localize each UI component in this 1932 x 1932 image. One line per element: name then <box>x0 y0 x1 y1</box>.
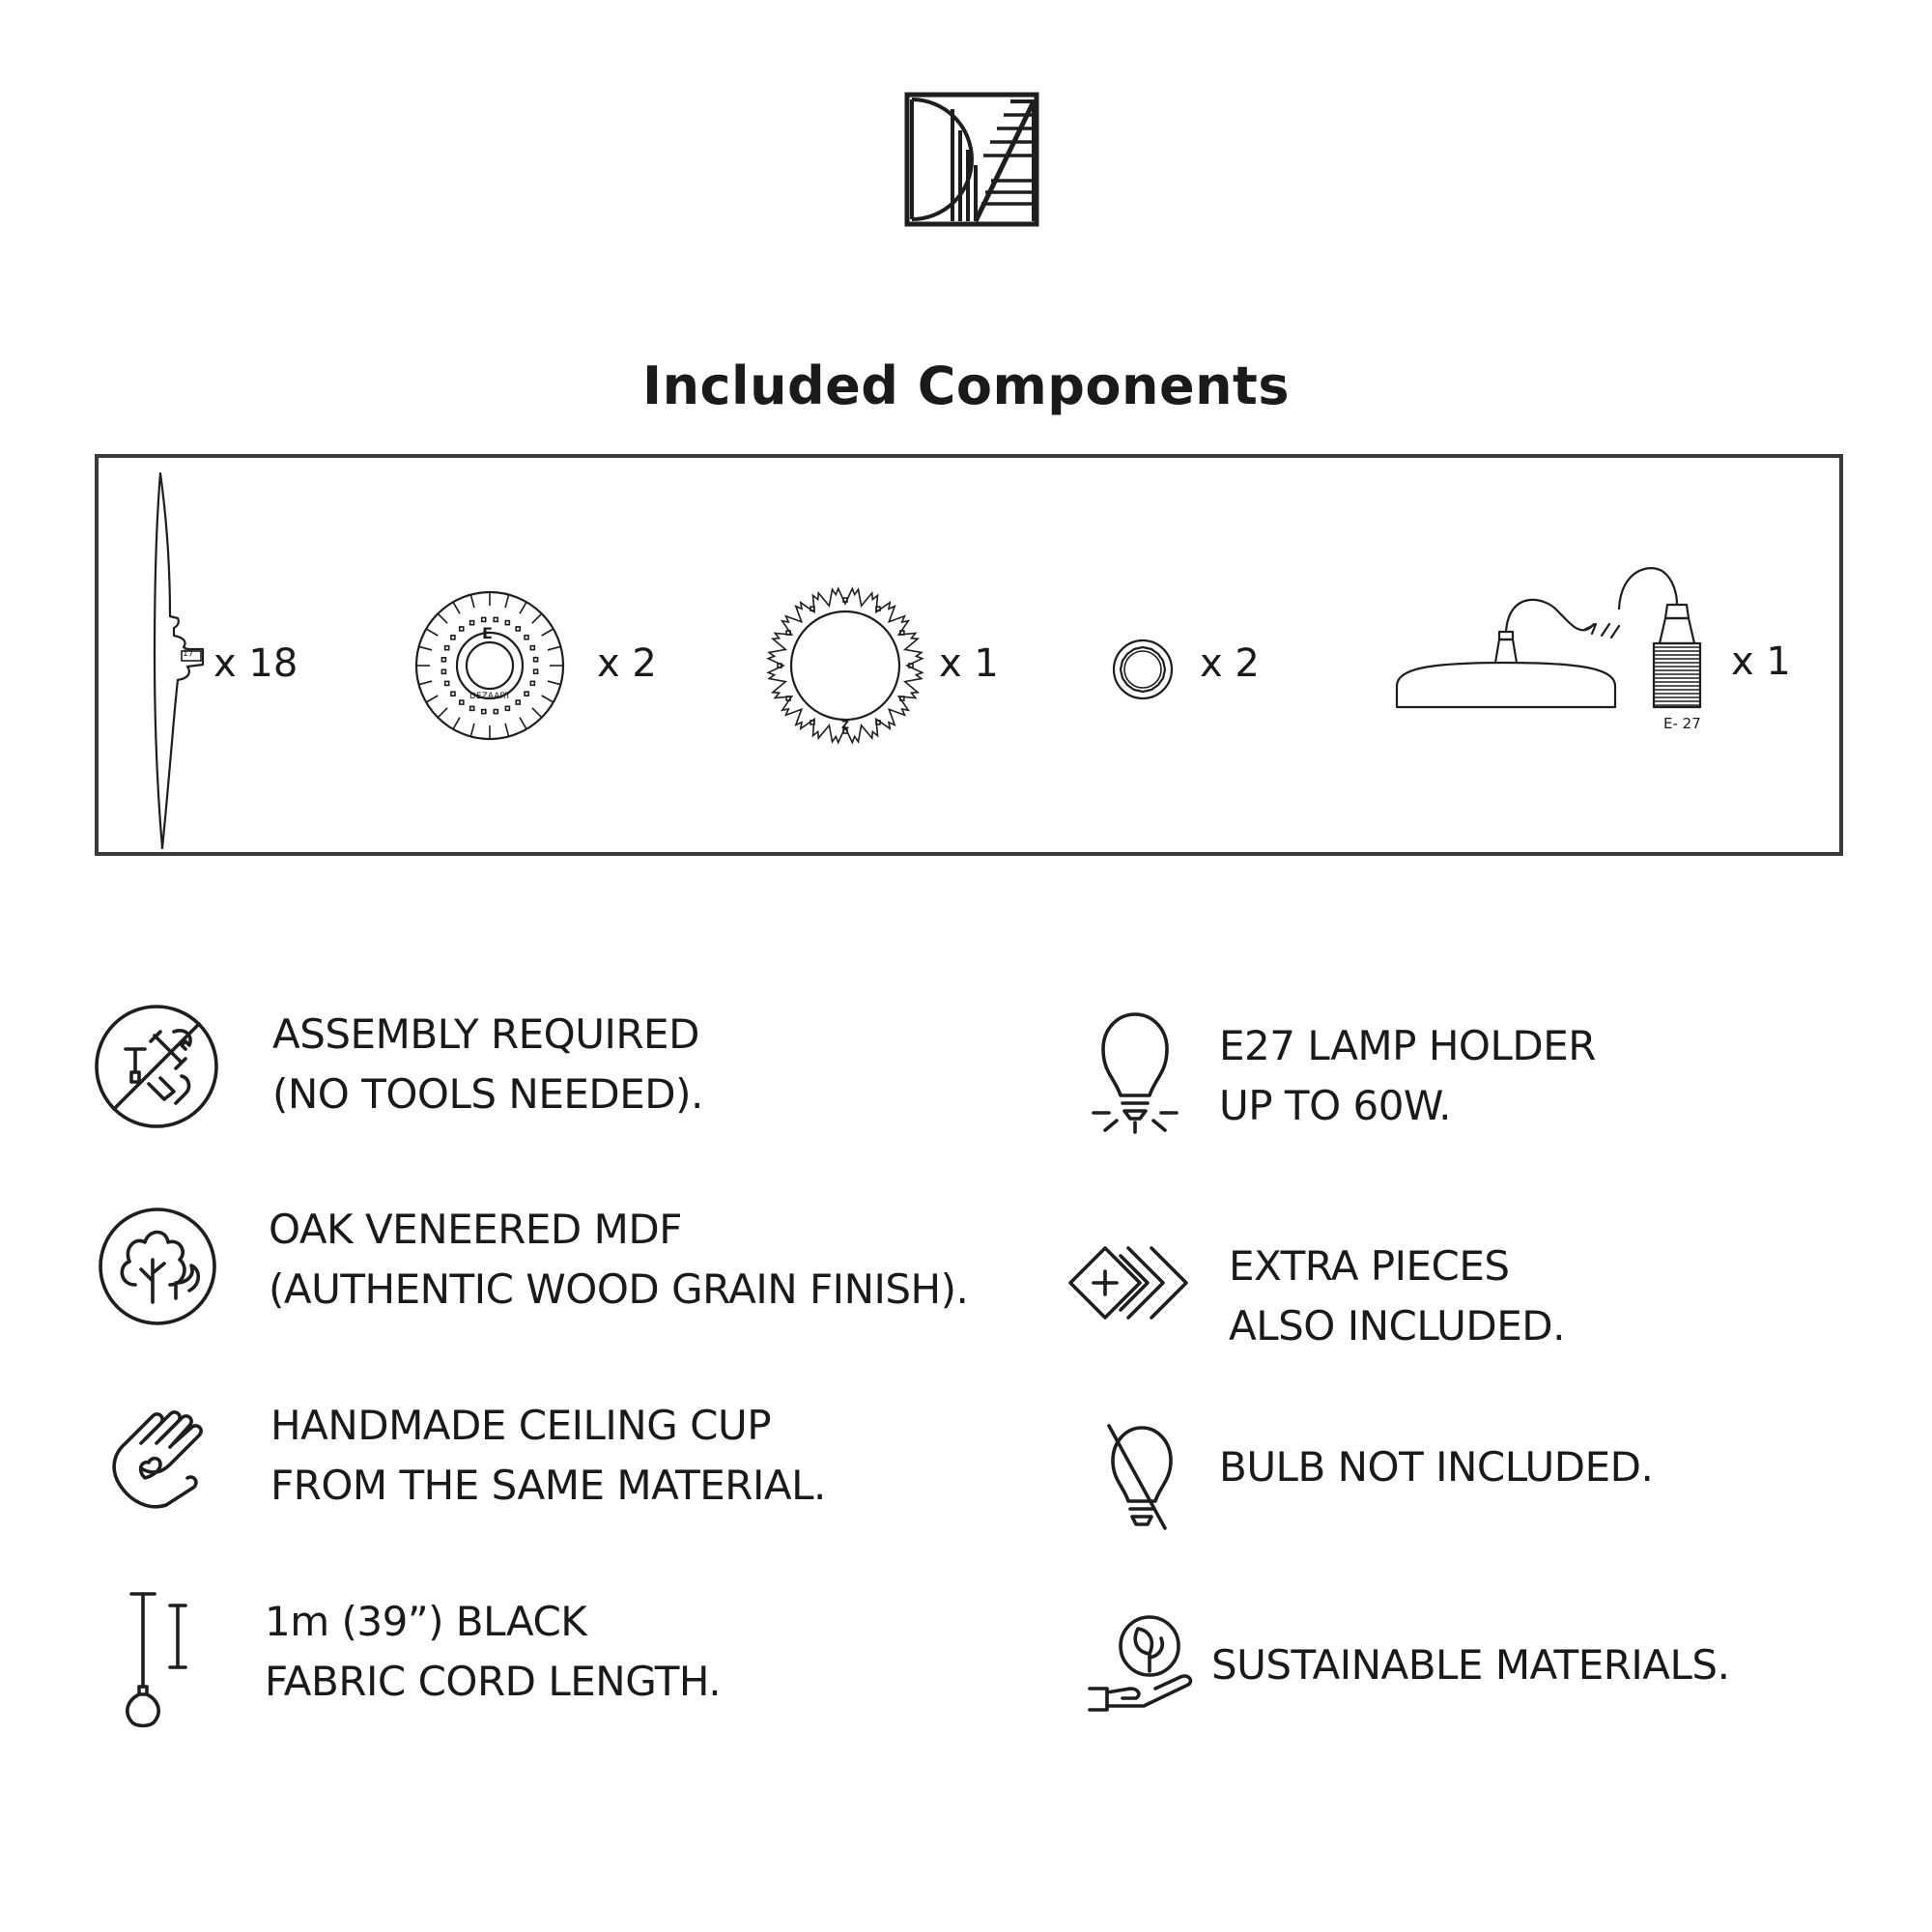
feature-assembly-line2: (NO TOOLS NEEDED). <box>272 1070 703 1118</box>
rib-mark: 17 <box>183 649 194 659</box>
disc-brand: DEZAART <box>469 692 511 701</box>
feature-bulb-line1: BULB NOT INCLUDED. <box>1219 1443 1654 1491</box>
feature-lamp-holder-line1: E27 LAMP HOLDER <box>1219 1022 1596 1069</box>
feature-material-line2: (AUTHENTIC WOOD GRAIN FINISH). <box>269 1265 969 1313</box>
feature-extra-pieces-line1: EXTRA PIECES <box>1229 1242 1510 1290</box>
socket-label: E- 27 <box>1663 715 1701 732</box>
feature-material: OAK VENEERED MDF (AUTHENTIC WOOD GRAIN F… <box>269 1200 969 1320</box>
no-bulb-icon <box>1103 1420 1180 1536</box>
rib-piece-drawing <box>145 471 222 850</box>
feature-extra-pieces: EXTRA PIECES ALSO INCLUDED. <box>1229 1236 1565 1356</box>
feature-cord: 1m (39”) BLACK FABRIC CORD LENGTH. <box>265 1592 722 1712</box>
feature-extra-pieces-line2: ALSO INCLUDED. <box>1229 1302 1565 1350</box>
feature-ceiling-cup-line1: HANDMADE CEILING CUP <box>270 1402 772 1449</box>
lamp-kit-drawing <box>1391 560 1719 715</box>
feature-sustainable-line1: SUSTAINABLE MATERIALS. <box>1211 1641 1730 1689</box>
light-bulb-icon <box>1092 1007 1179 1134</box>
feature-ceiling-cup: HANDMADE CEILING CUP FROM THE SAME MATER… <box>270 1396 826 1516</box>
ring-qty: x 1 <box>939 641 999 686</box>
rib-qty: x 18 <box>213 641 298 686</box>
feature-lamp-holder-line2: UP TO 60W. <box>1219 1082 1451 1129</box>
page-title: Included Components <box>642 355 1290 416</box>
feature-assembly-line1: ASSEMBLY REQUIRED <box>272 1010 699 1058</box>
small-ring-qty: x 2 <box>1200 641 1260 686</box>
ring-piece-drawing <box>763 583 927 748</box>
hand-heart-icon <box>102 1401 220 1519</box>
feature-sustainable: SUSTAINABLE MATERIALS. <box>1211 1635 1730 1695</box>
small-ring-drawing <box>1109 636 1177 703</box>
feature-bulb: BULB NOT INCLUDED. <box>1219 1437 1654 1497</box>
no-tools-icon <box>93 1003 220 1130</box>
components-panel <box>95 454 1843 856</box>
feature-cord-line2: FABRIC CORD LENGTH. <box>265 1658 722 1705</box>
feature-cord-line1: 1m (39”) BLACK <box>265 1598 587 1645</box>
disc-qty: x 2 <box>597 641 657 686</box>
feature-assembly: ASSEMBLY REQUIRED (NO TOOLS NEEDED). <box>272 1005 703 1124</box>
feature-ceiling-cup-line2: FROM THE SAME MATERIAL. <box>270 1462 826 1509</box>
ring-letter: Z <box>841 719 849 731</box>
feature-lamp-holder: E27 LAMP HOLDER UP TO 60W. <box>1219 1016 1596 1136</box>
cord-length-icon <box>126 1588 193 1733</box>
tree-icon <box>97 1206 218 1327</box>
brand-logo <box>904 92 1039 227</box>
disc-piece-drawing <box>412 587 568 744</box>
sustainable-icon <box>1088 1613 1196 1714</box>
disc-letter: E <box>482 624 493 642</box>
lamp-kit-qty: x 1 <box>1731 639 1791 684</box>
extra-pieces-icon <box>1066 1240 1192 1327</box>
feature-material-line1: OAK VENEERED MDF <box>269 1206 682 1253</box>
